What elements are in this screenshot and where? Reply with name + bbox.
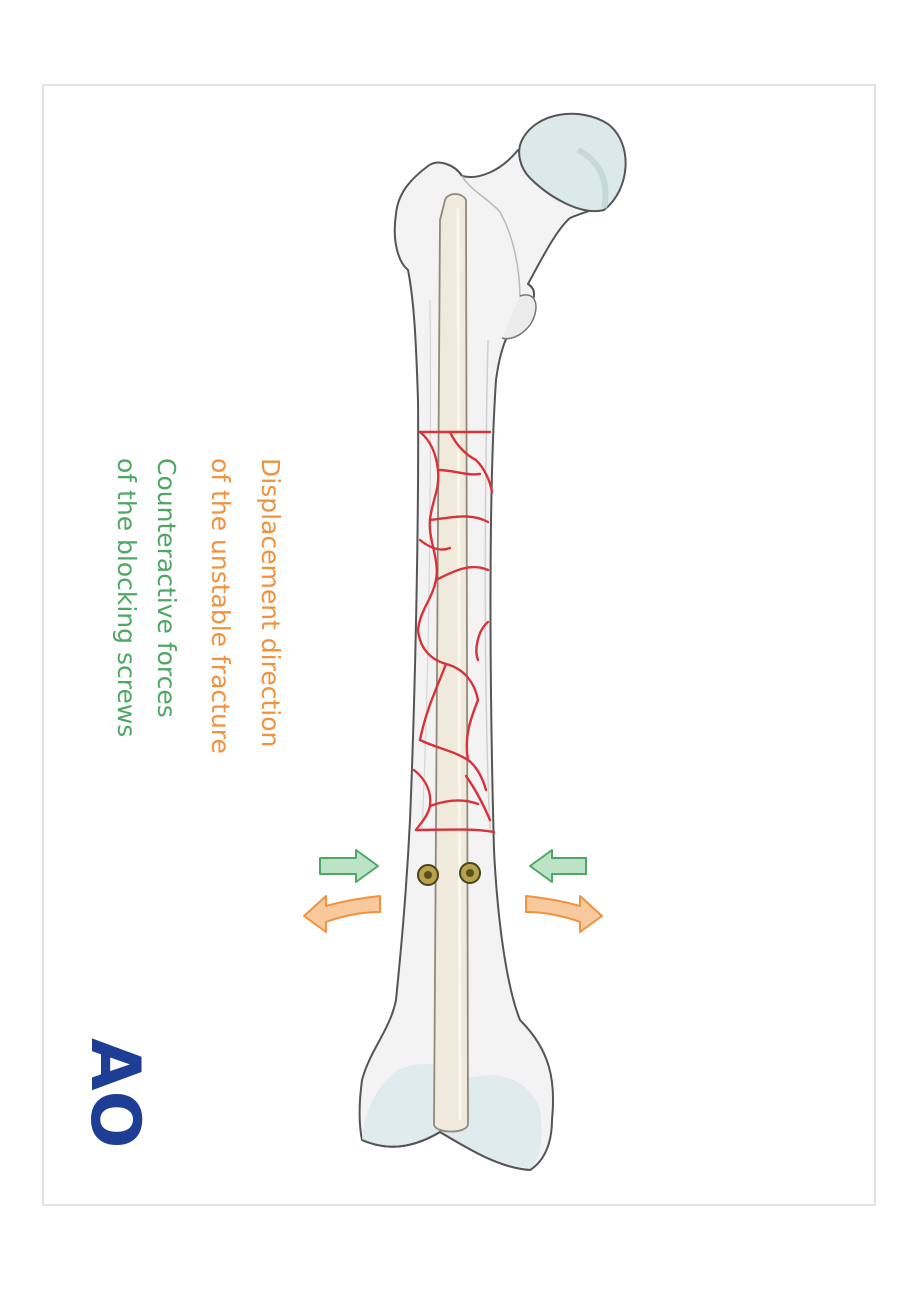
femur-bone xyxy=(358,149,609,1171)
cortex-line-left xyxy=(421,299,432,831)
displacement-legend: Displacement direction of the unstable f… xyxy=(206,458,285,754)
curved-arrow-icon xyxy=(525,895,603,933)
trochanter-line xyxy=(461,175,521,301)
ao-logo: AO xyxy=(75,1038,154,1148)
fracture-lines xyxy=(412,430,496,834)
lesser-trochanter xyxy=(501,294,537,340)
counteractive-line-2: of the blocking screws xyxy=(112,458,141,737)
femoral-head xyxy=(518,112,627,213)
head-shading xyxy=(576,147,609,209)
counteractive-line-1: Counteractive forces xyxy=(152,458,181,718)
condyle-outline xyxy=(361,1130,531,1171)
cortex-line-right xyxy=(484,339,491,831)
screw-head-icon xyxy=(459,862,481,884)
screw-head-icon xyxy=(417,864,439,886)
straight-arrow-icon xyxy=(319,849,379,883)
nail-highlight xyxy=(456,207,462,1121)
logo-text: AO xyxy=(75,1038,154,1148)
curved-arrow-icon xyxy=(303,895,381,933)
counteractive-legend: Counteractive forces of the blocking scr… xyxy=(112,458,181,737)
straight-arrow-icon xyxy=(529,849,587,883)
displacement-line-1: Displacement direction xyxy=(256,458,285,747)
displacement-line-2: of the unstable fracture xyxy=(206,458,235,754)
